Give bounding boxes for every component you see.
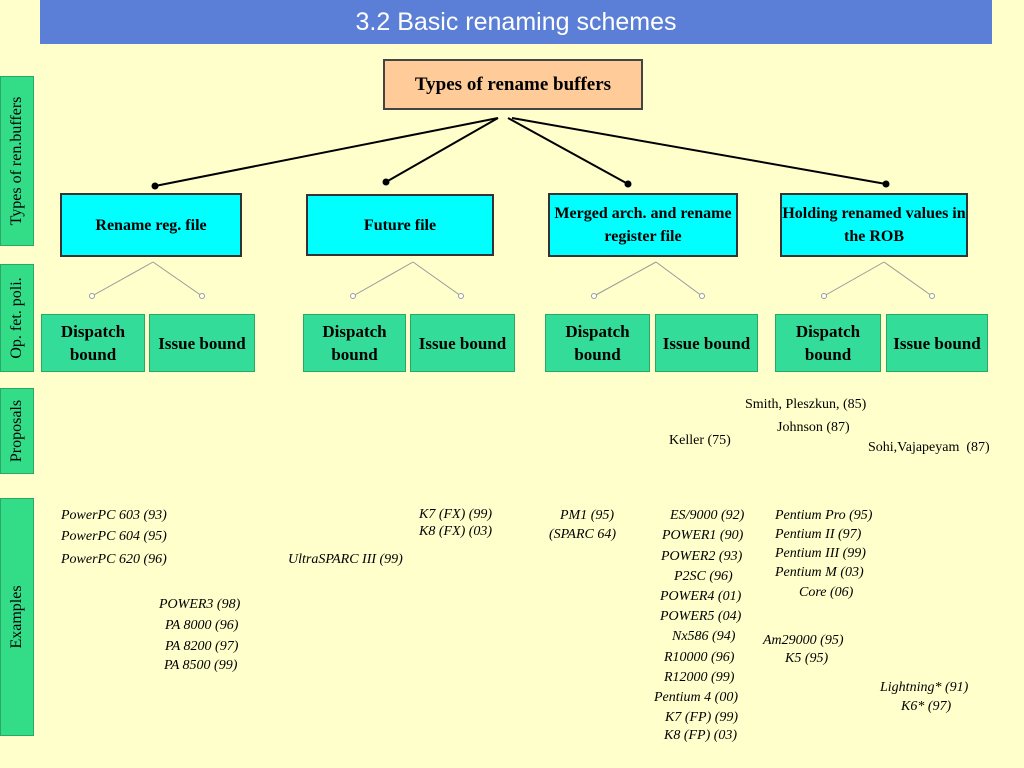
leaf-dispatch-bound: Dispatch bound xyxy=(303,314,406,372)
example-item: K8 (FP) (03) xyxy=(664,728,738,743)
example-item: Lightning* (91) xyxy=(880,680,969,695)
connector-dot xyxy=(882,180,890,188)
example-item: PM1 (95) xyxy=(560,508,615,523)
category-merged-file: Merged arch. and rename register file xyxy=(548,193,738,257)
category-future-file: Future file xyxy=(306,194,494,256)
example-item: R12000 (99) xyxy=(664,670,735,685)
example-item: POWER2 (93) xyxy=(661,549,743,564)
example-item: Pentium 4 (00) xyxy=(654,690,738,705)
proposal-johnson: Johnson (87) xyxy=(777,420,850,435)
example-item: P2SC (96) xyxy=(674,569,733,584)
example-item: Pentium III (99) xyxy=(775,546,866,561)
proposal-keller: Keller (75) xyxy=(669,433,731,448)
leaf-issue-bound: Issue bound xyxy=(655,314,758,372)
example-item: Am29000 (95) xyxy=(763,633,844,648)
connector-dot xyxy=(151,182,159,190)
example-item: (SPARC 64) xyxy=(549,527,617,542)
leaf-issue-bound: Issue bound xyxy=(410,314,515,372)
sidebar-label-examples: Examples xyxy=(0,498,34,736)
example-item: UltraSPARC III (99) xyxy=(288,552,403,567)
proposal-smith: Smith, Pleszkun, (85) xyxy=(745,397,867,412)
example-item: Nx586 (94) xyxy=(672,629,736,644)
example-item: PA 8200 (97) xyxy=(165,639,239,654)
example-item: PA 8000 (96) xyxy=(165,618,239,633)
category-rob: Holding renamed values in the ROB xyxy=(780,193,968,257)
example-item: Core (06) xyxy=(799,585,854,600)
example-item: Pentium M (03) xyxy=(775,565,864,580)
example-item: POWER1 (90) xyxy=(662,528,744,543)
example-item: K8 (FX) (03) xyxy=(419,524,493,539)
leaf-issue-bound: Issue bound xyxy=(149,314,255,372)
root-node: Types of rename buffers xyxy=(383,59,643,110)
example-item: K7 (FX) (99) xyxy=(419,507,493,522)
leaf-dispatch-bound: Dispatch bound xyxy=(545,314,650,372)
leaf-issue-bound: Issue bound xyxy=(886,314,988,372)
example-item: PA 8500 (99) xyxy=(164,658,238,673)
slide-title: 3.2 Basic renaming schemes xyxy=(40,0,992,44)
proposal-sohi: Sohi,Vajapeyam (87) xyxy=(868,440,990,455)
example-item: K7 (FP) (99) xyxy=(665,710,739,725)
example-item: POWER5 (04) xyxy=(660,609,742,624)
example-item: Pentium Pro (95) xyxy=(775,508,873,523)
example-item: PowerPC 603 (93) xyxy=(61,508,167,523)
example-item: POWER3 (98) xyxy=(159,597,241,612)
sidebar-label-policy: Op. fet. poli. xyxy=(0,264,34,372)
example-item: K5 (95) xyxy=(785,651,829,666)
leaf-dispatch-bound: Dispatch bound xyxy=(775,314,881,372)
example-item: R10000 (96) xyxy=(664,650,735,665)
connector-dot xyxy=(382,178,390,186)
example-item: POWER4 (01) xyxy=(660,589,742,604)
example-item: Pentium II (97) xyxy=(775,527,862,542)
example-item: PowerPC 604 (95) xyxy=(61,529,167,544)
sidebar-label-types: Types of ren.buffers xyxy=(0,76,34,246)
example-item: ES/9000 (92) xyxy=(670,508,745,523)
sidebar-label-proposals: Proposals xyxy=(0,388,34,474)
category-rename-reg-file: Rename reg. file xyxy=(60,193,242,257)
example-item: K6* (97) xyxy=(901,699,952,714)
example-item: PowerPC 620 (96) xyxy=(61,552,167,567)
connector-dot xyxy=(624,180,632,188)
leaf-dispatch-bound: Dispatch bound xyxy=(41,314,145,372)
